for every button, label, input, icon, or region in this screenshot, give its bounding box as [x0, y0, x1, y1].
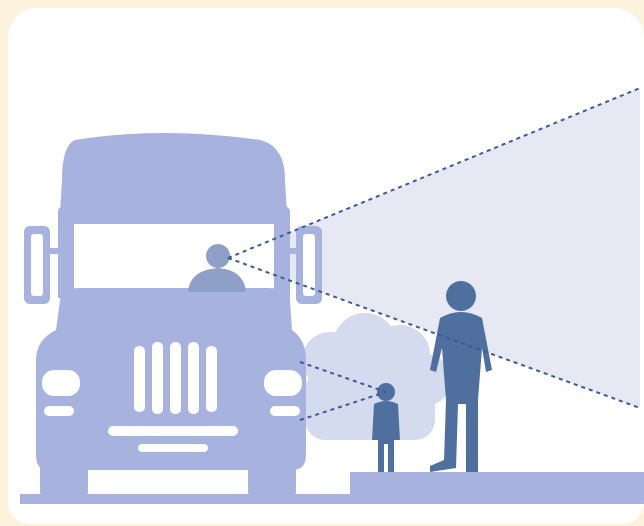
adult-icon: [430, 281, 492, 472]
left-fog-light: [44, 406, 74, 416]
left-wheel: [40, 462, 88, 498]
grille: [134, 342, 217, 414]
illustration-panel: [8, 8, 644, 524]
right-wheel: [248, 462, 296, 498]
right-mirror-inner: [303, 234, 315, 296]
left-pillar: [58, 222, 74, 298]
right-pillar: [274, 222, 290, 298]
truck-roof-lower: [58, 206, 290, 228]
left-headlight: [42, 370, 80, 396]
bumper-slot-lower: [138, 444, 208, 452]
right-headlight: [264, 370, 302, 396]
road: [20, 494, 644, 504]
left-mirror-arm: [46, 248, 64, 254]
right-mirror-arm: [282, 248, 300, 254]
right-fog-light: [270, 406, 300, 416]
sight-cone: [228, 88, 640, 408]
bumper-slot: [108, 426, 238, 436]
driver-icon: [188, 244, 246, 292]
truck-icon: [24, 133, 322, 498]
curb: [350, 472, 644, 496]
sight-lines: [227, 87, 641, 421]
blind-spot-diagram: [20, 87, 644, 504]
truck-roof: [60, 133, 287, 214]
left-mirror-inner: [31, 234, 43, 296]
